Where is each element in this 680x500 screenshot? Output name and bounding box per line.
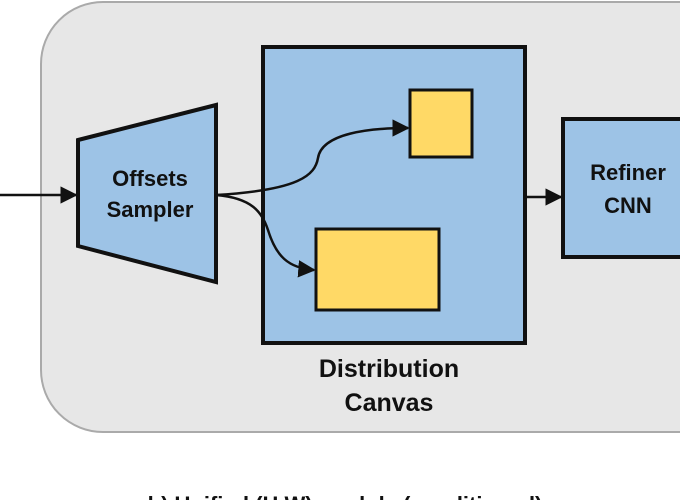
refiner-cnn-block xyxy=(561,117,680,259)
distribution-canvas-label-line1: Distribution xyxy=(319,355,459,383)
refiner-cnn-label-line2: CNN xyxy=(604,193,652,218)
offsets-sampler-label-line2: Sampler xyxy=(107,197,194,222)
offsets-sampler-label-line1: Offsets xyxy=(112,166,188,191)
distribution-canvas-label-line2: Canvas xyxy=(345,389,434,417)
offsets-sampler-block xyxy=(76,102,218,285)
arrow-to-small-patch xyxy=(215,119,410,197)
figure-caption: b) Unified (H,W) module (conditioned) xyxy=(148,492,543,500)
arrow-to-large-patch xyxy=(215,193,316,278)
refiner-cnn-label-line1: Refiner xyxy=(590,160,666,185)
small-patch xyxy=(408,88,474,159)
large-patch xyxy=(314,227,441,312)
